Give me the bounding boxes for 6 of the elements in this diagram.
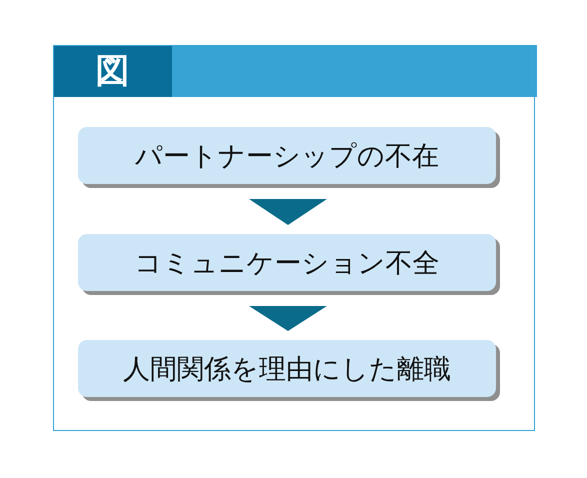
process-box: 人間関係を理由にした離職 — [78, 340, 496, 397]
arrow — [249, 199, 327, 225]
arrow — [249, 306, 327, 331]
title: 図 — [53, 45, 172, 97]
process-box: コミュニケーション不全 — [78, 234, 496, 291]
process-box: パートナーシップの不在 — [78, 127, 496, 184]
